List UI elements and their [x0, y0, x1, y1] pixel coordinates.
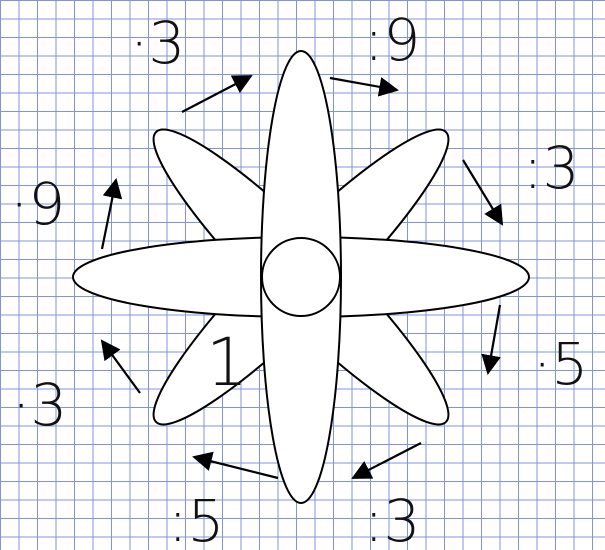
operation-label-6: :5 — [168, 487, 224, 550]
arrow-7 — [102, 341, 140, 393]
operation-label-2: :9 — [364, 6, 420, 74]
operation-label-5: :3 — [364, 487, 420, 550]
operation-label-1: ·3 — [130, 9, 185, 77]
flower-center — [262, 238, 340, 316]
flower — [73, 51, 529, 503]
arrow-3 — [463, 160, 502, 224]
starting-number: 1 — [206, 324, 248, 401]
operation-label-7: ·3 — [12, 371, 67, 439]
arrow-2 — [330, 78, 397, 90]
operation-label-4: ·5 — [533, 330, 588, 398]
arrow-6 — [194, 457, 278, 478]
operation-label-8: ·9 — [10, 170, 65, 238]
operation-label-3: :3 — [523, 134, 579, 202]
arrow-5 — [353, 443, 421, 478]
arrow-4 — [488, 305, 500, 373]
arrow-8 — [102, 180, 116, 249]
arrow-1 — [182, 76, 251, 112]
